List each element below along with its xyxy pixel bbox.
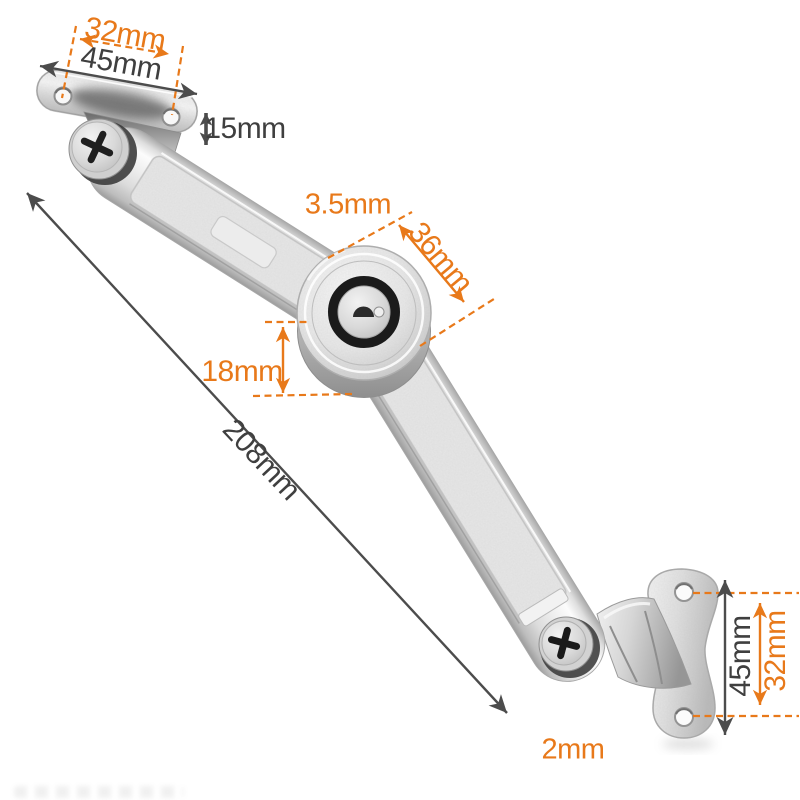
dim-arrow-overall-length <box>26 192 508 714</box>
lower-arm-end-stop <box>518 588 569 627</box>
top-plate-screw-hole-right <box>161 107 181 127</box>
dim-label-bottom-plate-thickness: 2mm <box>541 733 605 766</box>
watermark-smudge <box>14 786 184 798</box>
dim-ext-hub-height-bottom <box>252 392 353 398</box>
pivot-disc <box>296 245 432 398</box>
dim-label-pin-diameter: 3.5mm <box>304 188 392 221</box>
dim-arrow-top-plate-length <box>39 60 198 100</box>
bottom-mounting-bracket <box>596 568 719 749</box>
dim-ext-hub-lower <box>419 296 498 347</box>
dim-label-bottom-hole-spacing: 32mm <box>759 610 792 692</box>
dim-label-top-plate-width: 15mm <box>204 112 286 145</box>
top-pivot-screw <box>68 118 137 185</box>
dim-arrow-top-hole-spacing <box>79 34 170 59</box>
bracket-cone-boss <box>596 597 692 689</box>
dim-label-bottom-plate-length: 45mm <box>724 615 757 697</box>
dim-label-hub-height: 18mm <box>201 355 283 388</box>
bottom-pivot-screw <box>538 616 600 678</box>
